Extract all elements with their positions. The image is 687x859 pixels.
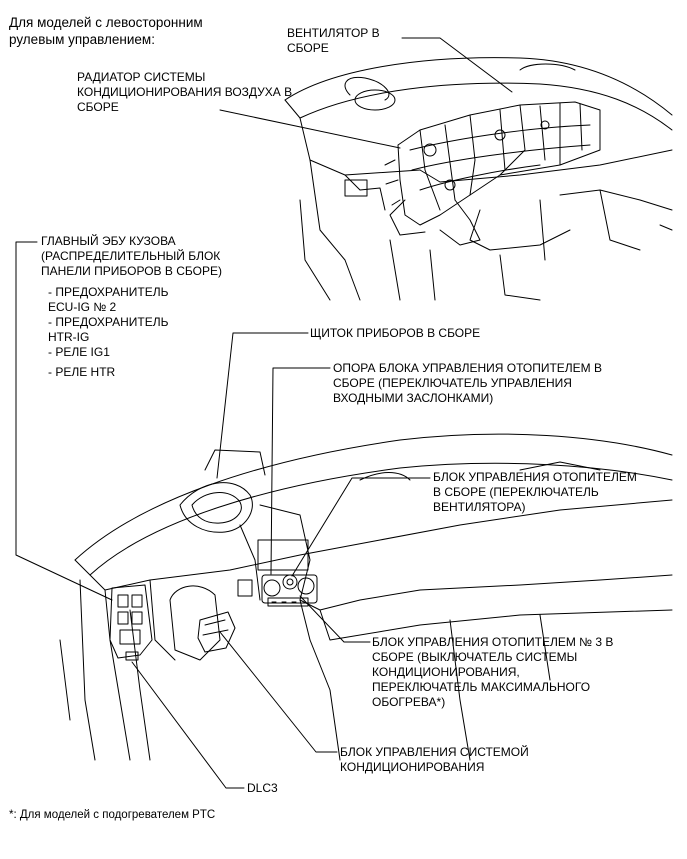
label-ac-amplifier-line-2: КОНДИЦИОНИРОВАНИЯ <box>340 760 485 774</box>
label-heater-control: БЛОК УПРАВЛЕНИЯ ОТОПИТЕЛЕМ В СБОРЕ (ПЕРЕ… <box>433 470 637 515</box>
hvac-unit-illustration <box>384 101 601 246</box>
label-fan-line-1: ВЕНТИЛЯТОР В <box>287 26 380 40</box>
leader-main-body-ecu <box>15 241 113 601</box>
ecu-item: - РЕЛЕ IG1 <box>48 345 110 359</box>
label-heater-control-3-line-3: КОНДИЦИОНИРОВАНИЯ, <box>372 665 520 679</box>
label-evaporator: РАДИАТОР СИСТЕМЫ КОНДИЦИОНИРОВАНИЯ ВОЗДУ… <box>77 70 292 115</box>
label-evaporator-line-2: КОНДИЦИОНИРОВАНИЯ ВОЗДУХА В <box>77 85 293 99</box>
label-heater-support-line-2: СБОРЕ (ПЕРЕКЛЮЧАТЕЛЬ УПРАВЛЕНИЯ <box>333 376 572 390</box>
label-ac-amplifier-line-1: БЛОК УПРАВЛЕНИЯ СИСТЕМОЙ <box>340 745 529 759</box>
ecu-item: - РЕЛЕ HTR <box>48 365 116 379</box>
label-evaporator-line-3: СБОРЕ <box>77 100 119 114</box>
header-line-1: Для моделей с левосторонним <box>9 15 203 30</box>
leader-ac-amplifier <box>219 631 338 753</box>
leader-heater-control-3 <box>299 595 371 643</box>
heater-control-panel-illustration <box>261 574 318 607</box>
label-main-body-ecu-line-3: ПАНЕЛИ ПРИБОРОВ В СБОРЕ) <box>41 264 222 278</box>
bottom-dashboard-illustration <box>59 433 673 761</box>
label-main-body-ecu-line-1: ГЛАВНЫЙ ЭБУ КУЗОВА <box>41 234 176 248</box>
leader-lines <box>15 37 513 789</box>
leader-heater-control <box>291 477 431 577</box>
label-heater-support-line-1: ОПОРА БЛОКА УПРАВЛЕНИЯ ОТОПИТЕЛЕМ В <box>333 361 602 375</box>
leader-meter <box>216 332 309 479</box>
leader-heater-support <box>270 367 331 575</box>
label-main-body-ecu: ГЛАВНЫЙ ЭБУ КУЗОВА (РАСПРЕДЕЛИТЕЛЬНЫЙ БЛ… <box>41 234 222 279</box>
header-text: Для моделей с левосторонним рулевым упра… <box>9 14 203 48</box>
label-heater-control-3-line-5: ОБОГРЕВА*) <box>372 695 446 709</box>
ecu-items-list: - ПРЕДОХРАНИТЕЛЬ ECU-IG № 2 - ПРЕДОХРАНИ… <box>48 285 168 380</box>
label-meter: ЩИТОК ПРИБОРОВ В СБОРЕ <box>310 326 480 341</box>
ecu-item: - ПРЕДОХРАНИТЕЛЬ <box>48 285 169 299</box>
label-fan: ВЕНТИЛЯТОР В СБОРЕ <box>287 26 380 56</box>
footnote: *: Для моделей с подогревателем PTC <box>9 809 216 821</box>
label-heater-control-line-2: В СБОРЕ (ПЕРЕКЛЮЧАТЕЛЬ <box>433 485 599 499</box>
ac-amplifier-illustration <box>197 611 236 653</box>
leader-fan <box>401 37 513 93</box>
ecu-item: ECU-IG № 2 <box>48 300 117 314</box>
label-heater-control-line-1: БЛОК УПРАВЛЕНИЯ ОТОПИТЕЛЕМ <box>433 470 637 484</box>
label-heater-control-3-line-2: СБОРЕ (ВЫКЛЮЧАТЕЛЬ СИСТЕМЫ <box>372 650 578 664</box>
ecu-item: HTR-IG <box>48 330 90 344</box>
label-main-body-ecu-line-2: (РАСПРЕДЕЛИТЕЛЬНЫЙ БЛОК <box>41 249 221 263</box>
label-fan-line-2: СБОРЕ <box>287 41 329 55</box>
label-dlc3: DLC3 <box>247 781 278 796</box>
label-heater-support: ОПОРА БЛОКА УПРАВЛЕНИЯ ОТОПИТЕЛЕМ В СБОР… <box>333 361 602 406</box>
label-ac-amplifier: БЛОК УПРАВЛЕНИЯ СИСТЕМОЙ КОНДИЦИОНИРОВАН… <box>340 745 529 775</box>
label-dlc3-line-1: DLC3 <box>247 781 278 795</box>
meter-cluster-illustration <box>204 449 266 476</box>
label-heater-control-3-line-1: БЛОК УПРАВЛЕНИЯ ОТОПИТЕЛЕМ № 3 В <box>372 635 614 649</box>
label-heater-control-line-3: ВЕНТИЛЯТОРА) <box>433 500 526 514</box>
ecu-item: - ПРЕДОХРАНИТЕЛЬ <box>48 315 169 329</box>
label-evaporator-line-1: РАДИАТОР СИСТЕМЫ <box>77 70 206 84</box>
label-heater-control-3: БЛОК УПРАВЛЕНИЯ ОТОПИТЕЛЕМ № 3 В СБОРЕ (… <box>372 635 613 710</box>
label-heater-support-line-3: ВХОДНЫМИ ЗАСЛОНКАМИ) <box>333 391 494 405</box>
label-heater-control-3-line-4: ПЕРЕКЛЮЧАТЕЛЬ МАКСИМАЛЬНОГО <box>372 680 591 694</box>
top-dashboard-illustration <box>284 57 673 301</box>
dlc3-connector-illustration <box>125 651 139 661</box>
header-line-2: рулевым управлением: <box>9 32 155 47</box>
label-meter-line-1: ЩИТОК ПРИБОРОВ В СБОРЕ <box>310 326 481 340</box>
ecu-junction-block-illustration <box>109 584 153 659</box>
leader-dlc3 <box>131 661 245 789</box>
leader-evaporator <box>219 109 401 149</box>
